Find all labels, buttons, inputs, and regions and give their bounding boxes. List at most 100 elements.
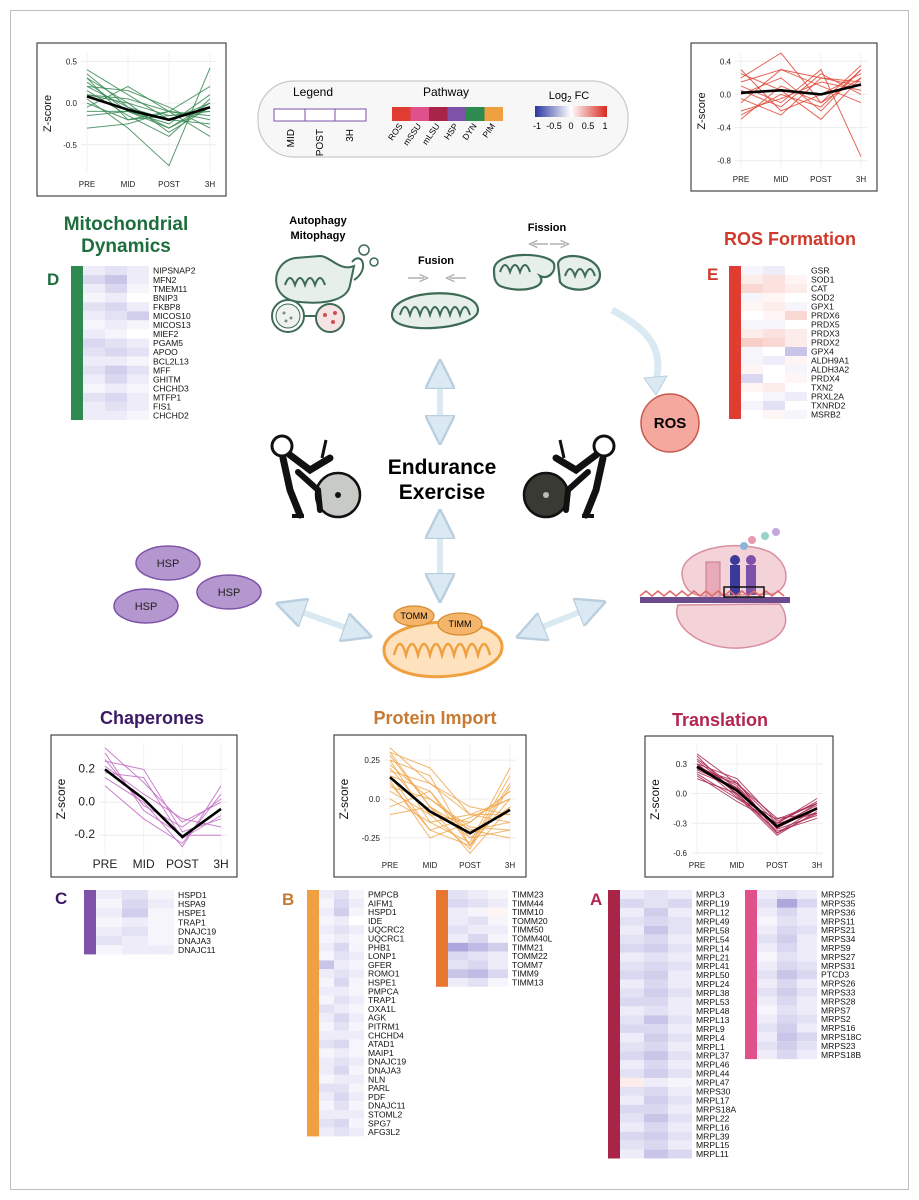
heatmap-cell bbox=[148, 936, 174, 946]
heatmap-cell bbox=[741, 338, 763, 347]
heatmap-cell bbox=[763, 329, 785, 338]
gene-label: MICOS13 bbox=[153, 320, 191, 330]
heatmap-cell bbox=[468, 969, 488, 978]
gene-label: MRPL44 bbox=[696, 1069, 730, 1079]
gene-label: SOD1 bbox=[811, 275, 835, 285]
pathway-swatch bbox=[447, 107, 466, 121]
heatmap-cell bbox=[319, 1083, 334, 1093]
gene-label: MRPL1 bbox=[696, 1042, 725, 1052]
gene-label: MICOS10 bbox=[153, 311, 191, 321]
heatmap-cell bbox=[741, 401, 763, 410]
heatmap-cell bbox=[741, 383, 763, 392]
heatmap-cell bbox=[785, 266, 807, 275]
heatmap-cell bbox=[319, 1022, 334, 1031]
heatmap-cell bbox=[797, 1014, 817, 1024]
title-translation: Translation bbox=[672, 710, 768, 730]
pathway-swatch bbox=[410, 107, 429, 121]
title-import: Protein Import bbox=[373, 708, 496, 728]
title-dynamics-line1: Mitochondrial bbox=[64, 214, 189, 235]
heatmap-cell bbox=[122, 926, 148, 936]
heatmap-cell bbox=[319, 1074, 334, 1084]
y-tick-label: 0.0 bbox=[720, 90, 732, 99]
heatmap-cell bbox=[644, 1024, 668, 1034]
heatmap-cell bbox=[620, 1086, 644, 1096]
heatmap-cell bbox=[668, 1024, 692, 1034]
heatmap-cell bbox=[319, 1127, 334, 1137]
y-tick-label: -0.25 bbox=[362, 834, 381, 843]
panel-letter-d: D bbox=[47, 270, 59, 289]
heatmap-cell bbox=[644, 1051, 668, 1061]
fission-mitochondrion-icon bbox=[492, 253, 602, 291]
heatmap-cell bbox=[757, 1050, 777, 1060]
heatmap-cell bbox=[349, 1022, 364, 1031]
heatmap-cell bbox=[349, 986, 364, 996]
ribosome-icon bbox=[639, 528, 790, 649]
gene-label: AFG3L2 bbox=[368, 1127, 400, 1137]
heatmap-cell bbox=[468, 907, 488, 917]
heatmap-cell bbox=[127, 338, 149, 348]
heatmap-cell bbox=[319, 951, 334, 961]
heatmap-cell bbox=[127, 392, 149, 402]
legend-timepoint-label: MID bbox=[286, 129, 297, 147]
heatmap-cell bbox=[319, 1057, 334, 1066]
pathway-bar bbox=[307, 890, 319, 1137]
gene-label: MRPL3 bbox=[696, 890, 725, 900]
heatmap-cell bbox=[448, 969, 468, 978]
gene-label: MRPL53 bbox=[696, 997, 730, 1007]
heatmap-cell bbox=[334, 951, 349, 961]
series-line bbox=[740, 68, 862, 157]
heatmap-cell bbox=[83, 284, 105, 294]
heatmap-cell bbox=[797, 907, 817, 917]
heatmap-cell bbox=[797, 934, 817, 944]
heatmap-cell bbox=[319, 907, 334, 917]
gene-label: TIMM9 bbox=[512, 969, 539, 979]
fc-tick-label: 1 bbox=[602, 121, 607, 131]
y-tick-label: 0.3 bbox=[676, 760, 688, 769]
heatmap-cell bbox=[127, 320, 149, 330]
x-tick-label: POST bbox=[810, 175, 832, 184]
heatmap-cell bbox=[448, 951, 468, 961]
heatmap-cell bbox=[785, 311, 807, 320]
gene-label: PMPCB bbox=[368, 889, 399, 899]
gene-label: APOO bbox=[153, 347, 178, 357]
legend-timepoint-label: 3H bbox=[345, 129, 356, 142]
gene-label: MRPL17 bbox=[696, 1095, 730, 1105]
heatmap-cell bbox=[319, 1092, 334, 1102]
heatmap-cell bbox=[468, 934, 488, 943]
mean-line bbox=[389, 776, 511, 835]
arrow-to-ros bbox=[610, 306, 662, 386]
heatmap-cell bbox=[757, 890, 777, 899]
heatmap-cell bbox=[763, 383, 785, 392]
heatmap-cell bbox=[105, 401, 127, 411]
heatmap-cell bbox=[105, 338, 127, 348]
gene-label: GPX1 bbox=[811, 302, 834, 312]
heatmap-cell bbox=[644, 916, 668, 926]
heatmap-cell bbox=[644, 907, 668, 917]
y-tick-label: -0.4 bbox=[717, 124, 731, 133]
heatmap-cell bbox=[777, 952, 797, 962]
gene-label: MRPL50 bbox=[696, 970, 730, 980]
heatmap-cell bbox=[334, 898, 349, 908]
gene-label: TIMM23 bbox=[512, 889, 544, 899]
gene-label: BNIP3 bbox=[153, 293, 178, 303]
x-tick-label: 3H bbox=[812, 861, 822, 870]
heatmap-cell bbox=[777, 934, 797, 944]
heatmap-cell bbox=[668, 1122, 692, 1132]
y-tick-label: 0.2 bbox=[78, 761, 95, 775]
heatmap-cell bbox=[644, 997, 668, 1007]
x-tick-label: PRE bbox=[689, 861, 705, 870]
heatmap-cell bbox=[148, 899, 174, 909]
pathway-bar bbox=[745, 890, 757, 1060]
heatmap-cell bbox=[319, 995, 334, 1005]
heatmap-cell bbox=[644, 1140, 668, 1150]
chart-frame bbox=[690, 42, 878, 192]
heatmap-cell bbox=[334, 969, 349, 978]
heatmap-cell bbox=[757, 1041, 777, 1051]
gene-label: SOD2 bbox=[811, 293, 835, 303]
heatmap-cell bbox=[797, 925, 817, 935]
heatmap-cell bbox=[757, 1014, 777, 1024]
heatmap-cell bbox=[319, 898, 334, 908]
heatmap-cell bbox=[334, 1039, 349, 1049]
